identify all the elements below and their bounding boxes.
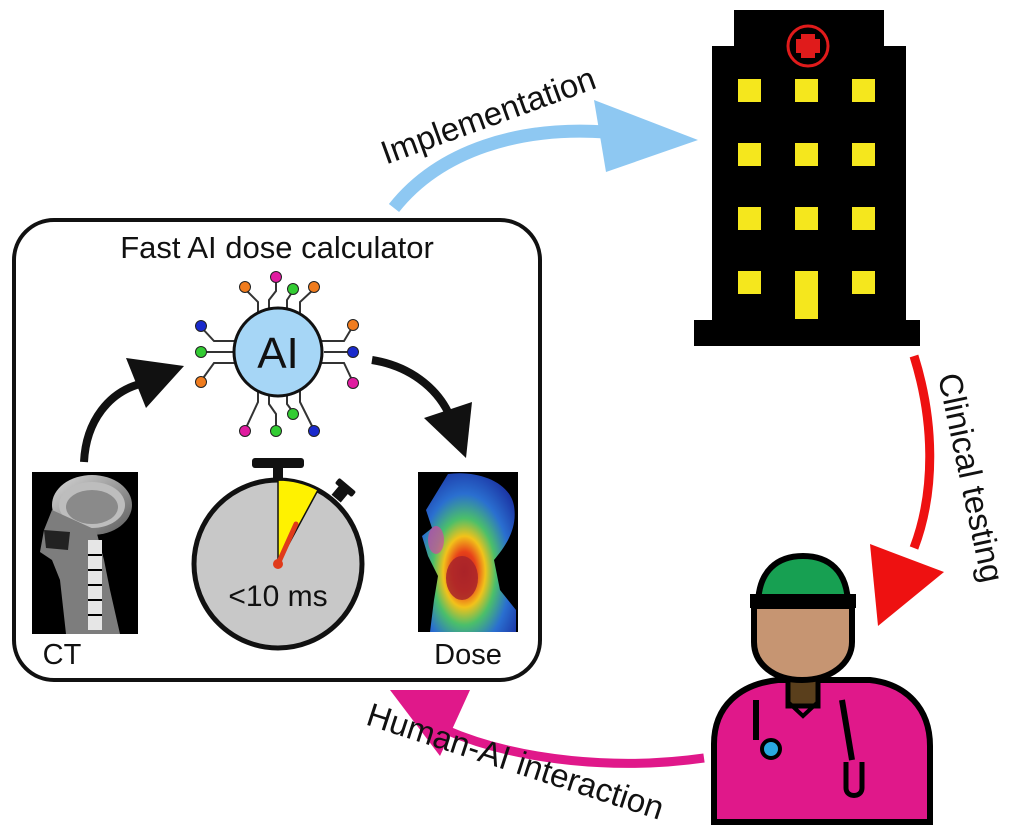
ai-to-dose-arrow — [371, 356, 472, 458]
ai-network-icon: AI — [195, 271, 359, 437]
dose-map-image — [418, 472, 518, 632]
ct-image — [32, 472, 138, 634]
timer-label: <10 ms — [228, 580, 327, 613]
fast-ai-dose-calculator-box: Fast AI dose calculator — [12, 218, 542, 682]
box-title: Fast AI dose calculator — [120, 230, 434, 265]
ct-to-ai-arrow — [80, 358, 184, 463]
clinical-testing-arrow — [870, 354, 944, 626]
dose-label: Dose — [434, 639, 502, 671]
hospital-icon — [694, 10, 920, 346]
implementation-label: Implementation — [376, 59, 601, 171]
clinical-testing-label: Clinical testing — [931, 370, 1011, 586]
doctor-icon — [711, 552, 933, 825]
ai-label: AI — [257, 329, 299, 378]
stopwatch-icon — [191, 458, 365, 651]
implementation-arrow — [388, 100, 698, 213]
ct-label: CT — [43, 639, 82, 671]
human-ai-interaction-arrow — [390, 690, 705, 768]
